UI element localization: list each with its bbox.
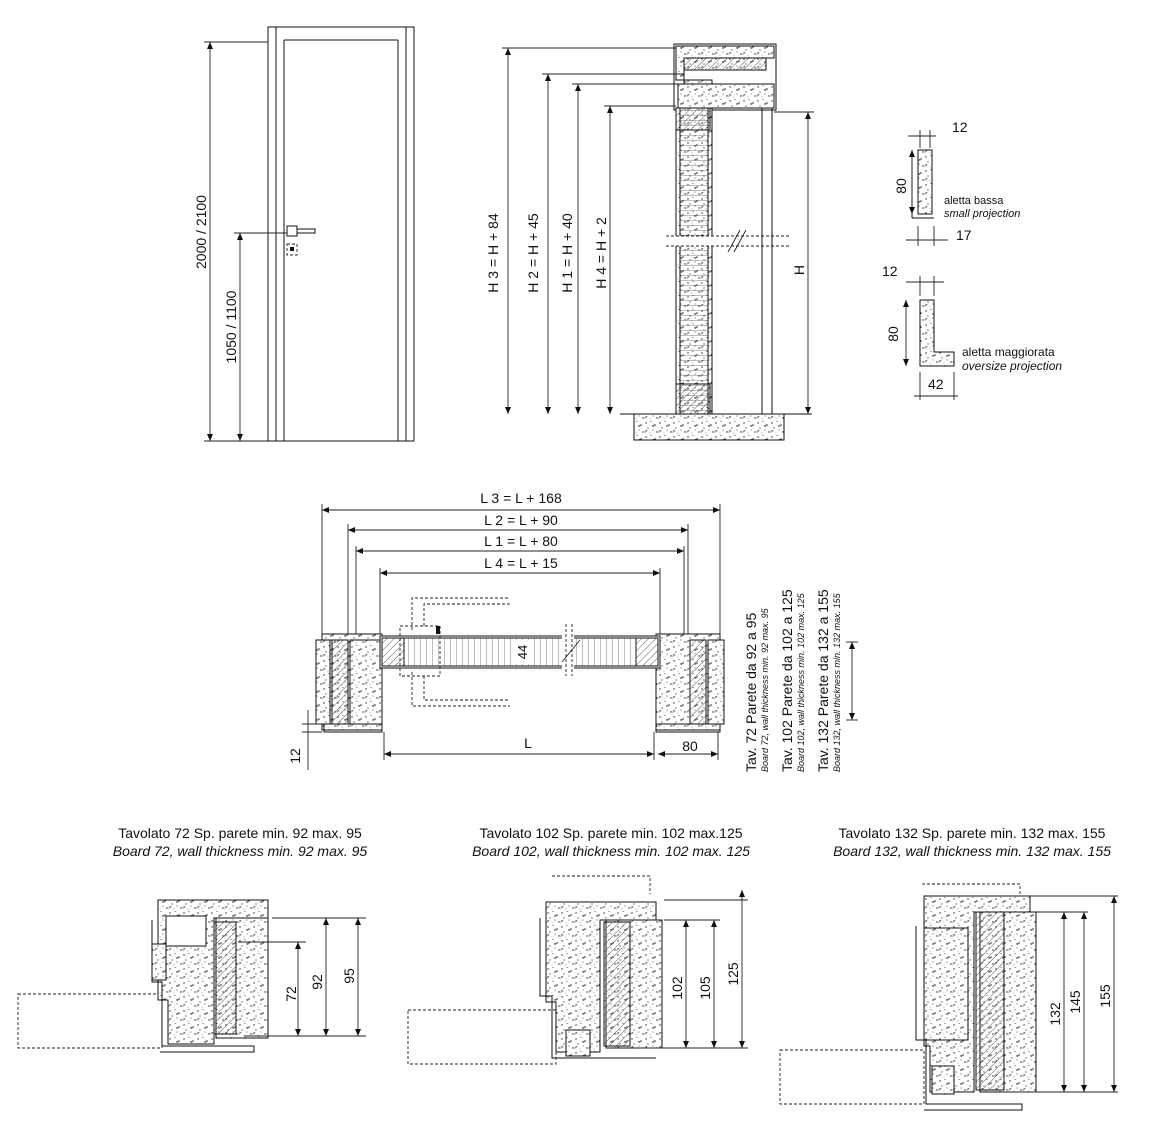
door-handle-icon bbox=[286, 225, 298, 237]
l2-label: L 2 = L + 90 bbox=[484, 512, 558, 528]
small-height-dim: 80 bbox=[893, 178, 909, 194]
detail-102-dim-2: 105 bbox=[697, 976, 713, 1000]
detail-72-dim-3: 95 bbox=[341, 968, 357, 984]
small-name-it: aletta bassa bbox=[944, 195, 1004, 207]
detail-102-dim-1: 102 bbox=[669, 976, 685, 1000]
l-label: L bbox=[524, 735, 532, 751]
side-dim-label: 12 bbox=[287, 748, 303, 764]
l3-label: L 3 = L + 168 bbox=[480, 490, 562, 506]
detail-132-title-en: Board 132, wall thickness min. 132 max. … bbox=[833, 843, 1111, 859]
detail-132-dim-1: 132 bbox=[1047, 1002, 1063, 1026]
detail-102-title-it: Tavolato 102 Sp. parete min. 102 max.125 bbox=[479, 825, 742, 841]
l1-label: L 1 = L + 80 bbox=[484, 533, 558, 549]
detail-102-title-en: Board 102, wall thickness min. 102 max. … bbox=[472, 843, 750, 859]
vertical-section: H 3 = H + 84 H 2 = H + 45 H 1 = H + 40 H… bbox=[485, 43, 814, 441]
door-elevation: 2000 / 2100 1050 / 1100 bbox=[193, 26, 415, 442]
board-132-title: Tav. 132 Parete da 132 a 155 bbox=[815, 589, 831, 772]
frame-depth-label: 80 bbox=[682, 738, 698, 754]
door-height-label: 2000 / 2100 bbox=[193, 195, 209, 269]
door-thickness-label: 44 bbox=[515, 645, 530, 659]
board-132-subtitle: Board 132, wall thickness min. 132 max. … bbox=[832, 592, 842, 772]
board-102-title: Tav. 102 Parete da 102 a 125 bbox=[779, 589, 795, 772]
oversize-name-en: oversize projection bbox=[962, 359, 1062, 373]
detail-102-dim-3: 125 bbox=[725, 962, 741, 986]
oversize-top-dim: 12 bbox=[882, 263, 898, 279]
h2-label: H 2 = H + 45 bbox=[525, 213, 541, 293]
detail-132-title-it: Tavolato 132 Sp. parete min. 132 max. 15… bbox=[839, 825, 1106, 841]
detail-132-dim-3: 155 bbox=[1097, 984, 1113, 1008]
h1-label: H 1 = H + 40 bbox=[559, 213, 575, 293]
handle-height-label: 1050 / 1100 bbox=[223, 290, 239, 363]
h3-label: H 3 = H + 84 bbox=[485, 213, 501, 293]
detail-72-dim-2: 92 bbox=[309, 974, 325, 990]
small-name-en: small projection bbox=[944, 208, 1020, 220]
h4-label: H 4 = H + 2 bbox=[593, 217, 609, 289]
board-72-title: Tav. 72 Parete da 92 a 95 bbox=[743, 612, 759, 772]
detail-72-dim-1: 72 bbox=[283, 986, 299, 1002]
oversize-projection: 12 80 42 aletta maggiorata oversize proj… bbox=[882, 263, 1062, 400]
oversize-bottom-dim: 42 bbox=[928, 376, 944, 392]
detail-board-102: Tavolato 102 Sp. parete min. 102 max.125… bbox=[407, 825, 750, 1065]
detail-board-132: Tavolato 132 Sp. parete min. 132 max. 15… bbox=[779, 825, 1118, 1111]
l4-label: L 4 = L + 15 bbox=[484, 555, 558, 571]
board-72-subtitle: Board 72, wall thickness min. 92 max. 95 bbox=[760, 607, 770, 772]
detail-72-title-it: Tavolato 72 Sp. parete min. 92 max. 95 bbox=[118, 825, 362, 841]
detail-132-dim-2: 145 bbox=[1067, 990, 1083, 1014]
oversize-name-it: aletta maggiorata bbox=[962, 345, 1055, 359]
horizontal-section: L 3 = L + 168 L 2 = L + 90 L 1 = L + 80 … bbox=[287, 490, 858, 772]
detail-72-title-en: Board 72, wall thickness min. 92 max. 95 bbox=[113, 843, 368, 859]
small-top-dim: 12 bbox=[952, 119, 968, 135]
h-label: H bbox=[791, 265, 807, 275]
small-bottom-dim: 17 bbox=[956, 227, 972, 243]
oversize-height-dim: 80 bbox=[885, 326, 901, 342]
board-102-subtitle: Board 102, wall thickness min. 102 max. … bbox=[796, 592, 806, 772]
detail-board-72: Tavolato 72 Sp. parete min. 92 max. 95 B… bbox=[17, 825, 368, 1053]
small-projection: 12 80 17 aletta bassa small projection bbox=[893, 119, 1020, 246]
